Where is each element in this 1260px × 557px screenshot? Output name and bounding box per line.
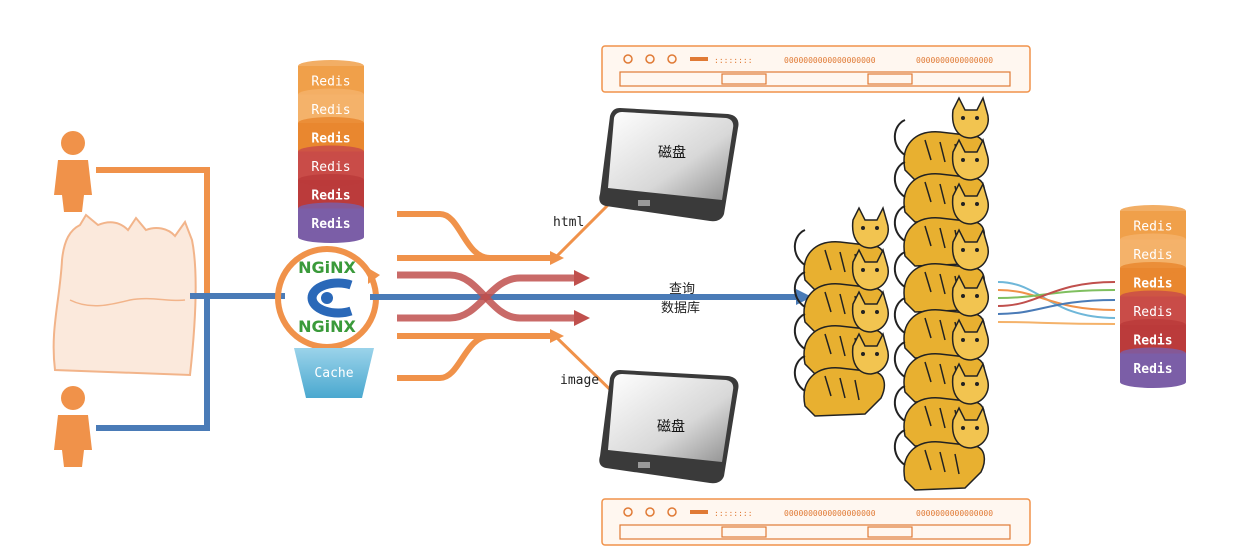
server-top-dots: :::::::: [714, 56, 753, 65]
redis-right-label-5: Redis [1133, 333, 1172, 348]
server-bottom-serial-a: 0000000000000000000 [784, 509, 876, 518]
image-route-a [397, 333, 552, 381]
server-top-serial-a: 0000000000000000000 [784, 56, 876, 65]
server-rack-top: :::::::: 0000000000000000000 00000000000… [601, 45, 1031, 93]
server-bottom-serial-b: 0000000000000000 [916, 509, 993, 518]
redis-right-segment-3: Redis [1120, 262, 1186, 297]
nginx-label-bottom: NGiNX [298, 317, 356, 336]
crowd-icon [52, 213, 197, 377]
disk-top-label: 磁盘 [658, 144, 686, 161]
redis-left-label-6: Redis [311, 217, 350, 232]
cache-label: Cache [314, 366, 353, 381]
user-bottom-icon [54, 386, 92, 467]
query-arrowhead [796, 289, 812, 305]
tomcat-cluster [793, 95, 989, 491]
redis-right-label-1: Redis [1133, 219, 1172, 234]
image-label: image [560, 373, 599, 388]
tomcat-icon-12 [893, 405, 989, 491]
redis-left-segment-4: Redis [298, 145, 364, 180]
user-top-icon [54, 131, 92, 212]
redis-left-label-5: Redis [311, 188, 350, 203]
server-top-serial-b: 0000000000000000 [916, 56, 993, 65]
cache-node: Cache [294, 348, 374, 398]
red-route-arrow-bottom [574, 310, 590, 326]
nginx-label-top: NGiNX [298, 258, 356, 277]
disk-bottom-label: 磁盘 [657, 418, 685, 435]
redis-left-label-4: Redis [311, 160, 350, 175]
redis-right-label-3: Redis [1133, 276, 1172, 291]
query-label-line1: 查询 [669, 282, 695, 297]
server-rack-bottom: :::::::: 0000000000000000000 00000000000… [601, 498, 1031, 546]
nginx-node: NGiNX NGiNX [275, 246, 380, 350]
query-label-line2: 数据库 [661, 300, 700, 316]
user-top-line [96, 167, 210, 296]
redis-left-label-1: Redis [311, 74, 350, 89]
redis-left-segment-1: Redis [298, 60, 364, 95]
tomcat-redis-connections [997, 281, 1116, 325]
html-route-a [397, 211, 552, 261]
redis-right-label-2: Redis [1133, 248, 1172, 263]
tomcat-icon-4 [793, 331, 889, 417]
server-bottom-dots: :::::::: [714, 509, 753, 518]
redis-right-label-4: Redis [1133, 305, 1172, 320]
user-bottom-line [96, 296, 210, 431]
redis-right-segment-5: Redis [1120, 319, 1186, 354]
disk-top: 磁盘 [599, 108, 739, 222]
redis-right-label-6: Redis [1133, 362, 1172, 377]
redis-left-label-3: Redis [311, 131, 350, 146]
disk-bottom: 磁盘 [599, 370, 739, 484]
redis-left-label-2: Redis [311, 103, 350, 118]
red-route-b [397, 274, 575, 322]
redis-right-segment-4: Redis [1120, 290, 1186, 325]
red-route-arrow-top [574, 270, 590, 286]
html-label: html [553, 215, 584, 230]
